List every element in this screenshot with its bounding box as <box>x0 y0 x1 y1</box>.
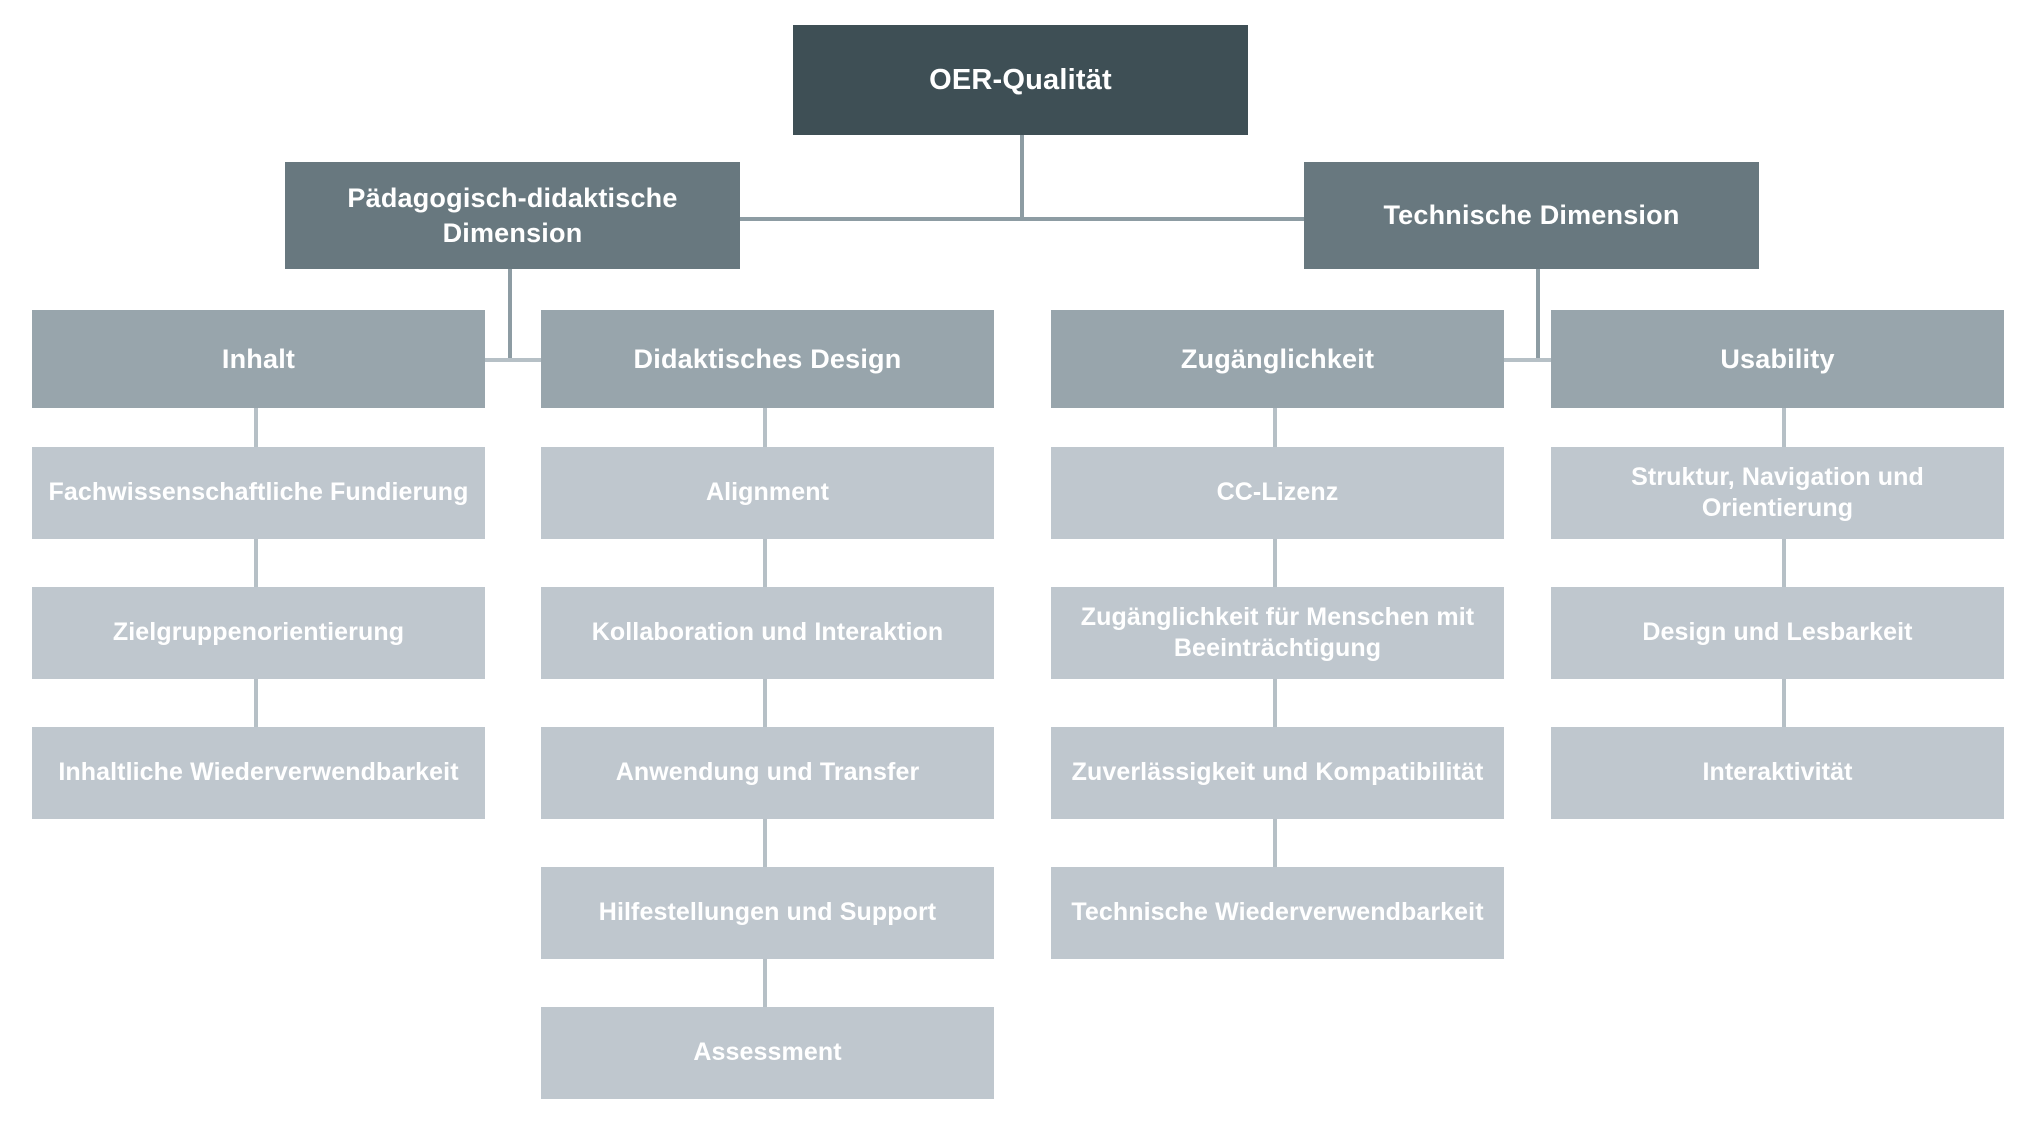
node-criterion-hilfestellungen-und-support[interactable]: Hilfestellungen und Support <box>541 867 994 959</box>
node-root-label: OER-Qualität <box>929 63 1112 96</box>
node-criterion-label: CC-Lizenz <box>1216 478 1339 507</box>
node-criterion-zugaenglichkeit-fuer-menschen-mit-beeintraechtigung[interactable]: Zugänglichkeit für Menschen mit Beeinträ… <box>1051 587 1504 679</box>
node-criterion-kollaboration-und-interaktion[interactable]: Kollaboration und Interaktion <box>541 587 994 679</box>
node-criterion-label: Zielgruppenorientierung <box>112 618 405 647</box>
node-criterion-label: Hilfestellungen und Support <box>598 898 937 927</box>
node-criterion-design-und-lesbarkeit[interactable]: Design und Lesbarkeit <box>1551 587 2004 679</box>
node-criterion-anwendung-und-transfer[interactable]: Anwendung und Transfer <box>541 727 994 819</box>
node-criterion-label: Zugänglichkeit für Menschen mit Beeinträ… <box>1080 602 1475 663</box>
node-criterion-zielgruppenorientierung[interactable]: Zielgruppenorientierung <box>32 587 485 679</box>
node-criterion-label: Alignment <box>705 478 830 507</box>
node-criterion-technische-wiederverwendbarkeit[interactable]: Technische Wiederverwendbarkeit <box>1051 867 1504 959</box>
node-category-zugaenglichkeit[interactable]: Zugänglichkeit <box>1051 310 1504 408</box>
node-criterion-label: Inhaltliche Wiederverwendbarkeit <box>58 758 459 787</box>
node-criterion-zuverlaessigkeit-und-kompatibilitaet[interactable]: Zuverlässigkeit und Kompatibilität <box>1051 727 1504 819</box>
node-dimension-technische[interactable]: Technische Dimension <box>1304 162 1759 269</box>
node-category-usability[interactable]: Usability <box>1551 310 2004 408</box>
node-criterion-label: Design und Lesbarkeit <box>1642 618 1913 647</box>
node-dimension-paedagogisch-didaktische[interactable]: Pädagogisch-didaktische Dimension <box>285 162 740 269</box>
node-category-4-label: Usability <box>1720 343 1835 374</box>
node-criterion-label: Anwendung und Transfer <box>615 758 920 787</box>
node-criterion-alignment[interactable]: Alignment <box>541 447 994 539</box>
node-criterion-label: Interaktivität <box>1702 758 1853 787</box>
connector-technical-down <box>1536 267 1540 360</box>
node-category-inhalt[interactable]: Inhalt <box>32 310 485 408</box>
node-category-3-label: Zugänglichkeit <box>1180 343 1375 374</box>
node-criterion-inhaltliche-wiederverwendbarkeit[interactable]: Inhaltliche Wiederverwendbarkeit <box>32 727 485 819</box>
node-criterion-struktur-navigation-und-orientierung[interactable]: Struktur, Navigation und Orientierung <box>1551 447 2004 539</box>
node-criterion-label: Technische Wiederverwendbarkeit <box>1071 898 1484 927</box>
node-dimension-2-label: Technische Dimension <box>1383 200 1680 231</box>
node-criterion-label: Kollaboration und Interaktion <box>591 618 944 647</box>
node-category-2-label: Didaktisches Design <box>633 343 902 374</box>
connector-technical-branch <box>1284 358 1792 362</box>
node-root-oer-qualitaet[interactable]: OER-Qualität <box>793 25 1248 135</box>
node-criterion-interaktivitaet[interactable]: Interaktivität <box>1551 727 2004 819</box>
node-criterion-cc-lizenz[interactable]: CC-Lizenz <box>1051 447 1504 539</box>
node-criterion-label: Zuverlässigkeit und Kompatibilität <box>1071 758 1484 787</box>
node-category-didaktisches-design[interactable]: Didaktisches Design <box>541 310 994 408</box>
connector-pedagogic-down <box>508 267 512 360</box>
node-criterion-label: Fachwissenschaftliche Fundierung <box>48 478 469 507</box>
node-criterion-assessment[interactable]: Assessment <box>541 1007 994 1099</box>
node-criterion-label: Assessment <box>693 1038 842 1067</box>
node-criterion-label: Struktur, Navigation und Orientierung <box>1631 462 1924 523</box>
node-dimension-1-label: Pädagogisch-didaktische Dimension <box>347 183 678 248</box>
connector-root-vertical <box>1020 134 1024 220</box>
node-criterion-fachwissenschaftliche-fundierung[interactable]: Fachwissenschaftliche Fundierung <box>32 447 485 539</box>
connector-dimension-spine <box>733 217 1308 221</box>
connector-pedagogic-branch <box>256 358 764 362</box>
node-category-1-label: Inhalt <box>221 343 296 374</box>
